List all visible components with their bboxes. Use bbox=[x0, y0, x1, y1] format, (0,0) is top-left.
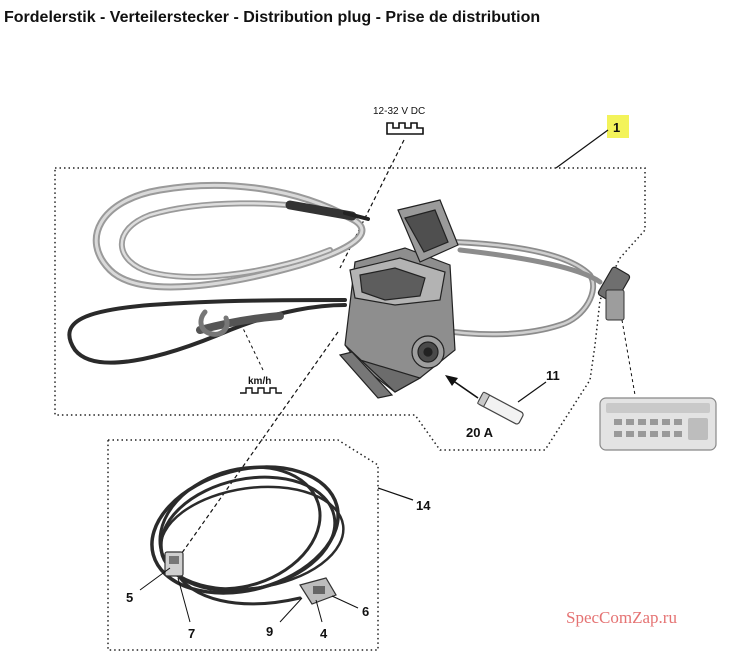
part-number-4: 4 bbox=[320, 626, 328, 641]
fuse-rating-label: 20 A bbox=[466, 425, 494, 440]
part-number-11: 11 bbox=[546, 368, 560, 383]
part-14-leader-line bbox=[377, 487, 414, 501]
coiled-cable-illustration bbox=[150, 465, 345, 606]
part-6-leader-line bbox=[331, 595, 359, 609]
part-9-leader-line bbox=[279, 597, 303, 623]
part-1-leader-line bbox=[555, 129, 609, 169]
speed-label: km/h bbox=[248, 376, 271, 387]
part-number-9: 9 bbox=[266, 624, 273, 639]
speed-signal-symbol bbox=[240, 387, 282, 394]
cable-kit-leader-line bbox=[171, 331, 339, 568]
speed-cable-illustration bbox=[67, 298, 347, 365]
watermark-text: SpecComZap.ru bbox=[566, 608, 677, 627]
part-7-leader-line bbox=[177, 577, 191, 623]
fuse-arrow-line bbox=[451, 379, 479, 399]
fuse-arrow-head bbox=[445, 375, 458, 386]
part-number-6: 6 bbox=[362, 604, 369, 619]
speed-leader-line bbox=[239, 321, 264, 371]
cable-plug-right bbox=[299, 577, 337, 605]
voltage-label: 12-32 V DC bbox=[373, 106, 425, 117]
terminal-leader-line bbox=[621, 319, 636, 396]
part-number-1: 1 bbox=[613, 120, 620, 135]
fuse-leader-line bbox=[517, 381, 547, 403]
cable-plug-left bbox=[164, 551, 184, 577]
control-terminal-illustration bbox=[599, 397, 717, 451]
power-cable-illustration bbox=[92, 181, 370, 291]
part-5-leader-line bbox=[139, 567, 171, 591]
main-assembly-outline bbox=[54, 167, 646, 451]
page-title: Fordelerstik - Verteilerstecker - Distri… bbox=[4, 9, 541, 26]
fuse-illustration bbox=[477, 391, 524, 425]
part-number-5: 5 bbox=[126, 590, 133, 605]
part-number-7: 7 bbox=[188, 626, 195, 641]
part-number-14: 14 bbox=[416, 498, 431, 513]
control-cable-illustration bbox=[437, 239, 631, 338]
cable-kit-outline bbox=[107, 439, 379, 651]
part-4-leader-line bbox=[315, 599, 323, 623]
part-number-1-highlight bbox=[607, 115, 629, 138]
power-connector-symbol bbox=[386, 122, 424, 135]
distribution-plug-housing bbox=[338, 199, 459, 399]
